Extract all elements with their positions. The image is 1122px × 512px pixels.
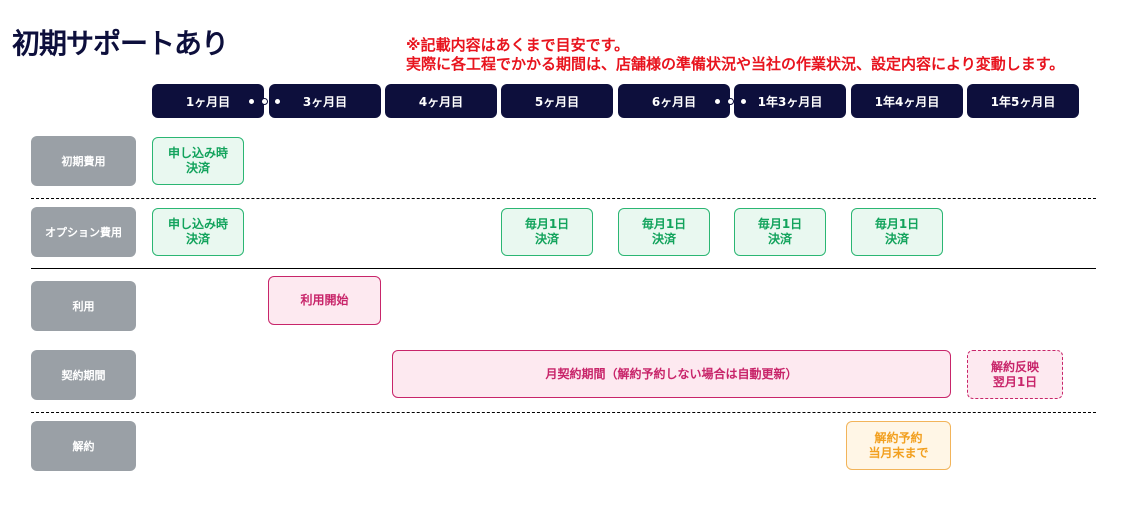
box-line: 翌月1日 bbox=[992, 374, 1038, 389]
monthly-contract-box: 月契約期間（解約予約しない場合は自動更新） bbox=[392, 350, 951, 398]
row-label-contract-period: 契約期間 bbox=[31, 350, 136, 400]
box-line: 決済 bbox=[185, 161, 210, 175]
usage-start-box: 利用開始 bbox=[268, 276, 381, 325]
initial-payment-box: 申し込み時 決済 bbox=[152, 137, 244, 185]
box-line: 当月末まで bbox=[868, 445, 929, 460]
month-header-5: 5ヶ月目 bbox=[501, 84, 613, 118]
box-line: 毎月1日 bbox=[757, 217, 803, 231]
month-header-1y5: 1年5ヶ月目 bbox=[967, 84, 1079, 118]
row-label-option-fee: オプション費用 bbox=[31, 207, 136, 257]
box-line: 決済 bbox=[185, 232, 210, 246]
box-line: 毎月1日 bbox=[524, 217, 570, 231]
box-line: 決済 bbox=[651, 232, 676, 246]
month-header-4: 4ヶ月目 bbox=[385, 84, 497, 118]
note-disclaimer: ※記載内容はあくまで目安です。 bbox=[406, 36, 630, 54]
box-line: 決済 bbox=[534, 232, 559, 246]
monthly-payment-box: 毎月1日 決済 bbox=[501, 208, 593, 256]
box-line: 申し込み時 bbox=[167, 217, 228, 231]
cancel-reflect-box: 解約反映 翌月1日 bbox=[967, 350, 1063, 399]
box-line: 決済 bbox=[884, 232, 909, 246]
month-header-3: 3ヶ月目 bbox=[269, 84, 381, 118]
row-label-cancellation: 解約 bbox=[31, 421, 136, 471]
box-line: 毎月1日 bbox=[874, 217, 920, 231]
divider bbox=[31, 198, 1096, 199]
box-line: 毎月1日 bbox=[641, 217, 687, 231]
divider bbox=[31, 268, 1096, 269]
box-line: 決済 bbox=[767, 232, 792, 246]
month-header-1y3: 1年3ヶ月目 bbox=[734, 84, 846, 118]
option-payment-box: 申し込み時 決済 bbox=[152, 208, 244, 256]
divider bbox=[31, 412, 1096, 413]
monthly-payment-box: 毎月1日 決済 bbox=[851, 208, 943, 256]
ellipsis-dots-icon bbox=[714, 93, 747, 109]
monthly-payment-box: 毎月1日 決済 bbox=[618, 208, 710, 256]
note-detail: 実際に各工程でかかる期間は、店舗様の準備状況や当社の作業状況、設定内容により変動… bbox=[406, 55, 1065, 73]
monthly-payment-box: 毎月1日 決済 bbox=[734, 208, 826, 256]
box-line: 申し込み時 bbox=[167, 146, 228, 160]
row-label-usage: 利用 bbox=[31, 281, 136, 331]
box-line: 解約予約 bbox=[874, 430, 923, 445]
row-label-initial-fee: 初期費用 bbox=[31, 136, 136, 186]
box-line: 解約反映 bbox=[990, 359, 1039, 374]
page-title: 初期サポートあり bbox=[12, 27, 229, 60]
month-header-1: 1ヶ月目 bbox=[152, 84, 264, 118]
month-header-1y4: 1年4ヶ月目 bbox=[851, 84, 963, 118]
ellipsis-dots-icon bbox=[248, 93, 281, 109]
cancel-reservation-box: 解約予約 当月末まで bbox=[846, 421, 951, 470]
month-header-6: 6ヶ月目 bbox=[618, 84, 730, 118]
